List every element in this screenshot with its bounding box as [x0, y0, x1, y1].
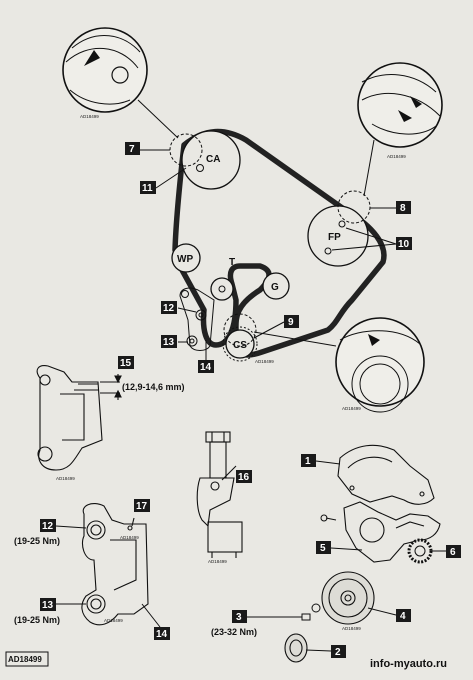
callout-13-lower: 13 [40, 598, 56, 611]
svg-text:AD18499: AD18499 [8, 655, 42, 664]
crank-bolt-washer [301, 603, 321, 621]
callout-4: 4 [396, 609, 411, 622]
figure-code: AD18499 [56, 476, 75, 481]
water-pump-pulley: WP [171, 243, 201, 273]
tensioner-pulley: T [210, 257, 235, 301]
callout-6: 6 [446, 545, 461, 558]
tensioner-bracket-lower [81, 503, 149, 626]
figure-code: AD18499 [120, 535, 139, 540]
figure-code: AD18499 [80, 114, 99, 119]
svg-text:11: 11 [142, 183, 153, 194]
pulley-label-cs: CS [233, 340, 247, 351]
callout-13: 13 [161, 335, 177, 348]
detail-circle-cs-mark [223, 313, 257, 347]
callout-leaders [140, 149, 397, 360]
pulley-label-fp: FP [328, 232, 341, 243]
callout-5: 5 [316, 541, 331, 554]
svg-text:5: 5 [320, 543, 326, 554]
svg-text:17: 17 [136, 501, 148, 512]
svg-text:10: 10 [398, 239, 410, 250]
crank-pulley-cover [284, 633, 308, 663]
tensioner-bracket [179, 287, 215, 351]
callout-10: 10 [396, 237, 412, 250]
callout-2: 2 [331, 645, 346, 658]
tensioner-gap-gauge [36, 365, 122, 471]
svg-text:16: 16 [238, 472, 250, 483]
svg-text:7: 7 [129, 144, 135, 155]
crankshaft-sprocket: CS [222, 326, 258, 362]
detail-circle-cam-mark [169, 133, 203, 167]
pulley-label-wp: WP [177, 254, 193, 265]
callout-3: 3 [232, 610, 247, 623]
svg-text:13: 13 [42, 600, 54, 611]
idler-pulley-g: G [262, 272, 290, 300]
svg-text:15: 15 [120, 358, 132, 369]
callout-1: 1 [301, 454, 316, 467]
gap-spec: (12,9-14,6 mm) [122, 382, 185, 392]
callout-15: 15 [118, 356, 134, 369]
callout-16: 16 [236, 470, 252, 483]
callout-11: 11 [140, 181, 156, 194]
figure-code: AD18499 [208, 559, 227, 564]
svg-text:6: 6 [450, 547, 456, 558]
figure-reference: AD18499 [5, 651, 49, 667]
svg-text:9: 9 [288, 317, 294, 328]
callout-leader [315, 460, 341, 465]
callout-9: 9 [284, 315, 299, 328]
svg-text:14: 14 [200, 362, 212, 373]
svg-text:4: 4 [400, 611, 406, 622]
svg-text:3: 3 [236, 612, 242, 623]
callout-17: 17 [134, 499, 150, 512]
callout-12: 12 [161, 301, 177, 314]
callout-14-lower: 14 [154, 627, 170, 640]
svg-text:2: 2 [335, 647, 341, 658]
timing-cover-upper [337, 444, 435, 505]
callout-leader [330, 547, 363, 551]
figure-code: AD18499 [342, 626, 361, 631]
svg-text:12: 12 [42, 521, 54, 532]
svg-text:12: 12 [163, 303, 175, 314]
figure-code: AD18499 [342, 406, 361, 411]
crank-sprocket-gear [407, 538, 433, 564]
torque-spec-12: (19-25 Nm) [14, 536, 60, 546]
timing-belt [172, 128, 387, 358]
detail-circle-fp-mark [337, 190, 371, 224]
figure-code: AD18499 [255, 359, 274, 364]
magnifier-bottom-right: AD18499 [253, 317, 425, 413]
callout-7: 7 [125, 142, 140, 155]
magnifier-top-left: AD18499 [62, 27, 179, 139]
fuel-pump-pulley: FP [307, 205, 369, 267]
crankshaft-pulley [321, 571, 375, 625]
timing-cover-lower [343, 501, 441, 563]
svg-text:8: 8 [400, 203, 406, 214]
callout-8: 8 [396, 201, 411, 214]
pulley-label-g: G [271, 282, 279, 293]
svg-text:13: 13 [163, 337, 175, 348]
callout-leader [367, 607, 397, 616]
svg-text:1: 1 [305, 456, 311, 467]
callout-12-lower: 12 [40, 519, 56, 532]
torque-spec-13: (19-25 Nm) [14, 615, 60, 625]
camshaft-pulley: CA [181, 130, 241, 190]
tensioner-tool [196, 431, 243, 558]
magnifier-top-right: AD18499 [357, 62, 443, 197]
callout-leader [141, 603, 161, 628]
svg-text:14: 14 [156, 629, 168, 640]
watermark: info-myauto.ru [370, 658, 447, 670]
pulley-label-t: T [229, 257, 235, 268]
callout-leader [55, 525, 87, 529]
figure-code: AD18499 [387, 154, 406, 159]
bolt [320, 514, 337, 522]
callout-14: 14 [198, 360, 214, 373]
torque-spec-3: (23-32 Nm) [211, 627, 257, 637]
callout-leader [305, 649, 332, 652]
pulley-label-ca: CA [206, 154, 220, 165]
figure-code: AD18499 [104, 618, 123, 623]
